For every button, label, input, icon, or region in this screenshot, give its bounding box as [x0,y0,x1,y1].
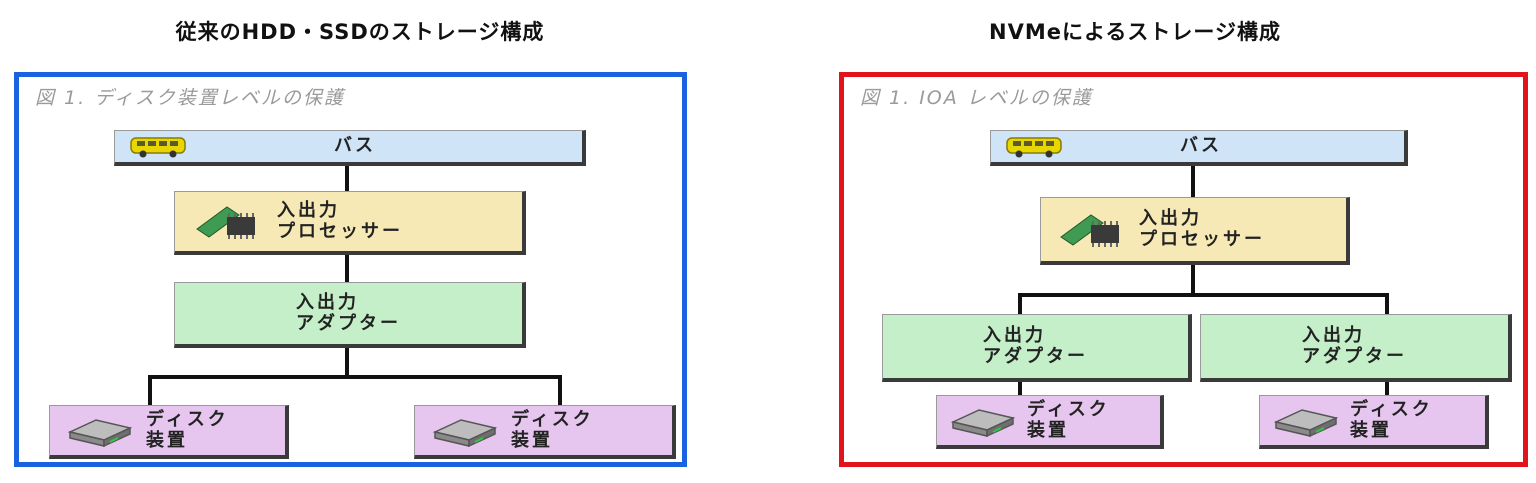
left-panel-title: 従来のHDD・SSDのストレージ構成 [175,20,545,44]
disk-unit-label: ディスク 装置 [146,408,229,451]
io-adapter-label: 入出力 アダプター [983,324,1088,367]
io-adapter-label: 入出力 アダプター [296,291,401,334]
connector [558,375,562,407]
bus-icon [1006,136,1062,157]
connector [148,375,562,379]
bus-box: バス [114,130,586,166]
disk-unit-box: ディスク 装置 [1259,395,1489,449]
right-panel-frame: 図 1. IOA レベルの保護 バス 入出力 プロセッサー 入出力 アダプター [839,72,1528,467]
right-panel-title: NVMeによるストレージ構成 [989,20,1281,44]
bus-label: バス [334,135,376,157]
disk-unit-label: ディスク 装置 [1350,398,1433,441]
io-adapter-box: 入出力 アダプター [882,314,1192,382]
disk-drive-icon [950,408,1016,437]
io-processor-label: 入出力 プロセッサー [1139,207,1265,250]
io-adapter-box: 入出力 アダプター [174,282,526,348]
disk-unit-label: ディスク 装置 [511,408,594,451]
connector [345,252,349,282]
connector [1018,293,1022,317]
bus-box: バス [990,130,1408,166]
processor-chip-icon [1060,213,1119,247]
connector [345,345,349,375]
disk-drive-icon [67,418,133,447]
disk-unit-box: ディスク 装置 [414,405,676,459]
disk-unit-label: ディスク 装置 [1027,398,1110,441]
io-processor-label: 入出力 プロセッサー [277,199,403,242]
connector [1018,293,1389,297]
bus-icon [130,136,186,157]
io-processor-box: 入出力 プロセッサー [174,191,526,255]
bus-label: バス [1180,135,1222,157]
io-adapter-label: 入出力 アダプター [1302,324,1407,367]
disk-drive-icon [1273,408,1339,437]
right-figure-caption: 図 1. IOA レベルの保護 [860,87,1093,109]
connector [1191,163,1195,199]
connector [1191,263,1195,295]
processor-chip-icon [196,205,255,239]
io-processor-box: 入出力 プロセッサー [1040,197,1350,265]
connector [1385,379,1389,399]
disk-drive-icon [432,418,498,447]
disk-unit-box: ディスク 装置 [49,405,289,459]
connector [1385,293,1389,317]
connector [345,163,349,193]
left-panel-frame: 図 1. ディスク装置レベルの保護 バス 入出力 プロセッサー 入出力 アダプタ… [14,72,687,467]
disk-unit-box: ディスク 装置 [936,395,1164,449]
connector [1018,379,1022,399]
connector [148,375,152,407]
left-figure-caption: 図 1. ディスク装置レベルの保護 [35,87,345,109]
io-adapter-box: 入出力 アダプター [1200,314,1512,382]
